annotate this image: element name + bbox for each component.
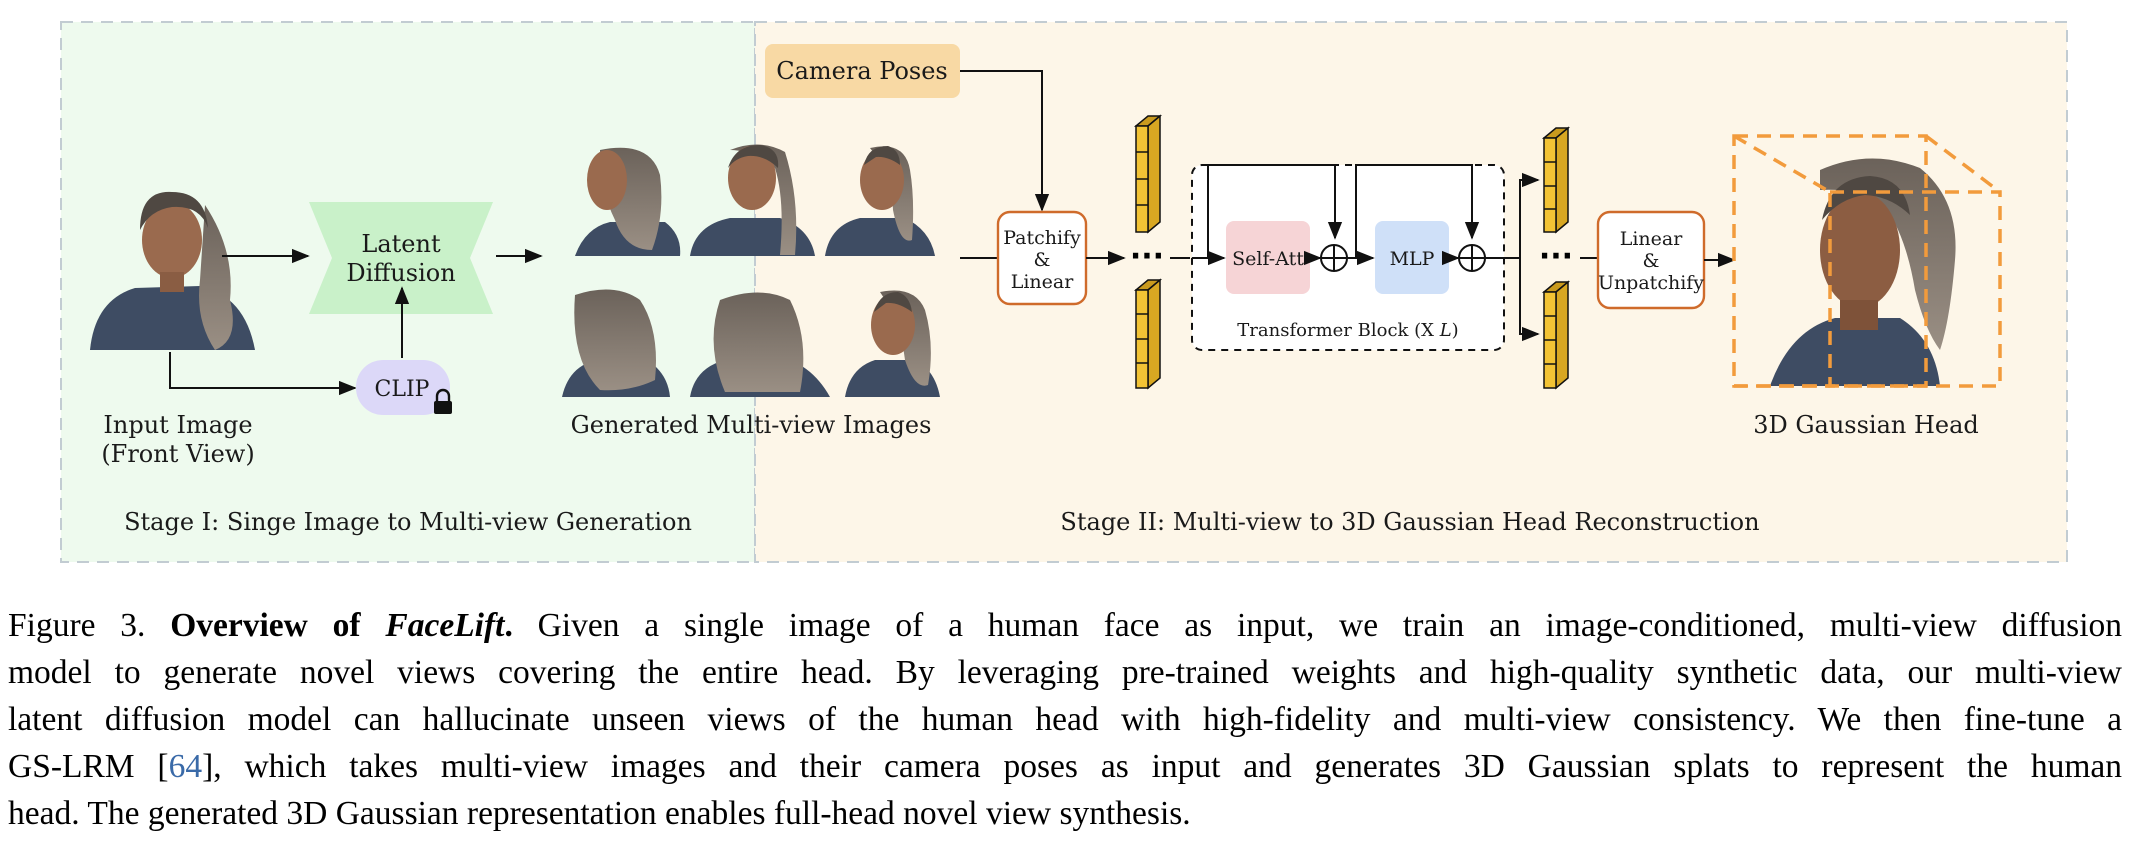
generated-view-5 [690, 292, 830, 397]
mlp-block [1375, 221, 1449, 294]
figure-caption: Figure 3. Overview of FaceLift. Given a … [8, 602, 2122, 837]
generated-view-3 [825, 146, 935, 256]
input-face-image [90, 191, 255, 350]
citation-link[interactable]: 64 [168, 748, 203, 785]
input-image-label: Input Image [103, 411, 252, 439]
residual-1 [1207, 164, 1343, 258]
generated-view-2 [690, 144, 815, 256]
generated-view-1 [575, 147, 681, 256]
linear-label-3: Unpatchify [1598, 272, 1704, 294]
latent-diffusion-block [309, 202, 493, 314]
gaussian-head-output [1770, 158, 1956, 386]
mlp-label: MLP [1390, 248, 1435, 270]
caption-line-2: model to generate novel views covering t… [8, 654, 2122, 691]
caption-title-method: FaceLift [385, 607, 505, 644]
self-att-label: Self-Att [1232, 248, 1304, 270]
tokens-ellipsis-left: ··· [1130, 239, 1164, 274]
stage1-label: Stage I: Singe Image to Multi-view Gener… [124, 508, 692, 536]
stage2-label: Stage II: Multi-view to 3D Gaussian Head… [1060, 508, 1759, 536]
clip-label: CLIP [375, 377, 430, 402]
caption-line-4: GS-LRM [64], which takes multi-view imag… [8, 748, 2122, 785]
output-tokens-top [1541, 126, 1571, 234]
generated-view-6 [845, 290, 940, 397]
arrow-camera-to-patchify [960, 70, 1050, 212]
self-att-block [1226, 221, 1310, 294]
input-image-sublabel: (Front View) [101, 440, 254, 468]
input-tokens-top [1133, 114, 1163, 234]
transformer-block-label: Transformer Block (X L) [1237, 320, 1458, 341]
clip-encoder [356, 360, 450, 415]
gaussian-head-label: 3D Gaussian Head [1753, 411, 1979, 439]
caption-line-5: head. The generated 3D Gaussian represen… [8, 795, 1191, 832]
caption-line-1: Figure 3. Overview of FaceLift. Given a … [8, 607, 2122, 644]
camera-poses-label: Camera Poses [776, 57, 948, 85]
output-tokens-bottom [1541, 280, 1571, 390]
patchify-label-1: Patchify [1003, 227, 1081, 249]
method-overview-diagram: Input Image (Front View) Latent Diffusio… [60, 21, 2068, 563]
generated-views-label: Generated Multi-view Images [571, 411, 932, 439]
patchify-label-3: Linear [1011, 271, 1075, 293]
lock-icon [434, 388, 452, 414]
latent-diffusion-label: Latent [361, 230, 441, 258]
linear-label-1: Linear [1620, 228, 1684, 250]
tokens-ellipsis-right: ··· [1539, 239, 1573, 274]
patchify-label-2: & [1034, 249, 1051, 271]
arrow-input-to-clip [169, 352, 357, 396]
add-icon-2 [1458, 244, 1486, 272]
arrow-to-output-tokens-bottom [1519, 258, 1540, 342]
caption-title: Overview of [170, 607, 386, 644]
camera-poses-box [765, 44, 960, 98]
arrow-to-output-tokens-top [1519, 172, 1540, 258]
input-tokens-bottom [1133, 278, 1163, 390]
linear-label-2: & [1643, 250, 1660, 272]
gaussian-cube-outline [1732, 134, 2002, 388]
add-icon-1 [1320, 244, 1348, 272]
generated-view-4 [562, 289, 670, 397]
latent-diffusion-label-2: Diffusion [346, 259, 455, 287]
residual-2 [1355, 164, 1480, 258]
caption-line-3: latent diffusion model can hallucinate u… [8, 701, 2122, 738]
